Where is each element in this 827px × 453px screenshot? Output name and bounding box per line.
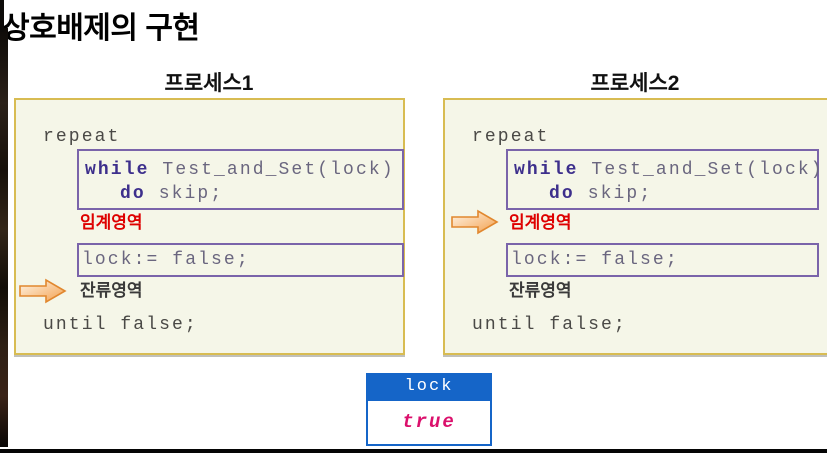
process-1-label: 프로세스1 <box>164 72 254 95</box>
while-line: while Test_and_Set(lock) <box>514 160 824 180</box>
lock-table-value: true <box>366 401 492 446</box>
while-line: while Test_and_Set(lock) <box>85 160 395 180</box>
flow-arrow-icon <box>19 278 67 304</box>
do-line: do skip; <box>120 184 223 204</box>
while-condition: Test_and_Set(lock) <box>149 160 395 180</box>
repeat-line: repeat <box>472 127 550 147</box>
lock-release-box <box>77 243 404 277</box>
busy-wait-box <box>506 149 819 210</box>
until-line: until false; <box>472 315 627 335</box>
lock-release-line: lock:= false; <box>82 250 250 270</box>
process-2-panel: repeat while Test_and_Set(lock) do skip;… <box>443 98 827 355</box>
flow-arrow-icon <box>451 209 499 235</box>
critical-section-label: 임계영역 <box>509 213 572 232</box>
bottom-edge-bar <box>0 449 827 453</box>
process-1-panel: repeat while Test_and_Set(lock) do skip;… <box>14 98 405 355</box>
until-line: until false; <box>43 315 198 335</box>
left-edge-strip <box>0 28 8 447</box>
while-condition: Test_and_Set(lock) <box>578 160 824 180</box>
while-keyword: while <box>85 160 150 180</box>
page-title: 상호배제의 구현 <box>2 12 200 45</box>
do-statement: skip; <box>145 184 224 204</box>
left-edge-sliver <box>0 0 4 32</box>
repeat-line: repeat <box>43 127 121 147</box>
do-statement: skip; <box>574 184 653 204</box>
busy-wait-box <box>77 149 404 210</box>
process-2-label: 프로세스2 <box>590 72 680 95</box>
do-keyword: do <box>549 184 575 204</box>
do-keyword: do <box>120 184 146 204</box>
critical-section-label: 임계영역 <box>80 213 143 232</box>
while-keyword: while <box>514 160 579 180</box>
do-line: do skip; <box>549 184 652 204</box>
lock-release-box <box>506 243 819 277</box>
remainder-section-label: 잔류영역 <box>509 281 572 300</box>
remainder-section-label: 잔류영역 <box>80 281 143 300</box>
lock-table-header: lock <box>366 373 492 401</box>
lock-table: lock true <box>366 373 492 446</box>
lock-release-line: lock:= false; <box>511 250 679 270</box>
